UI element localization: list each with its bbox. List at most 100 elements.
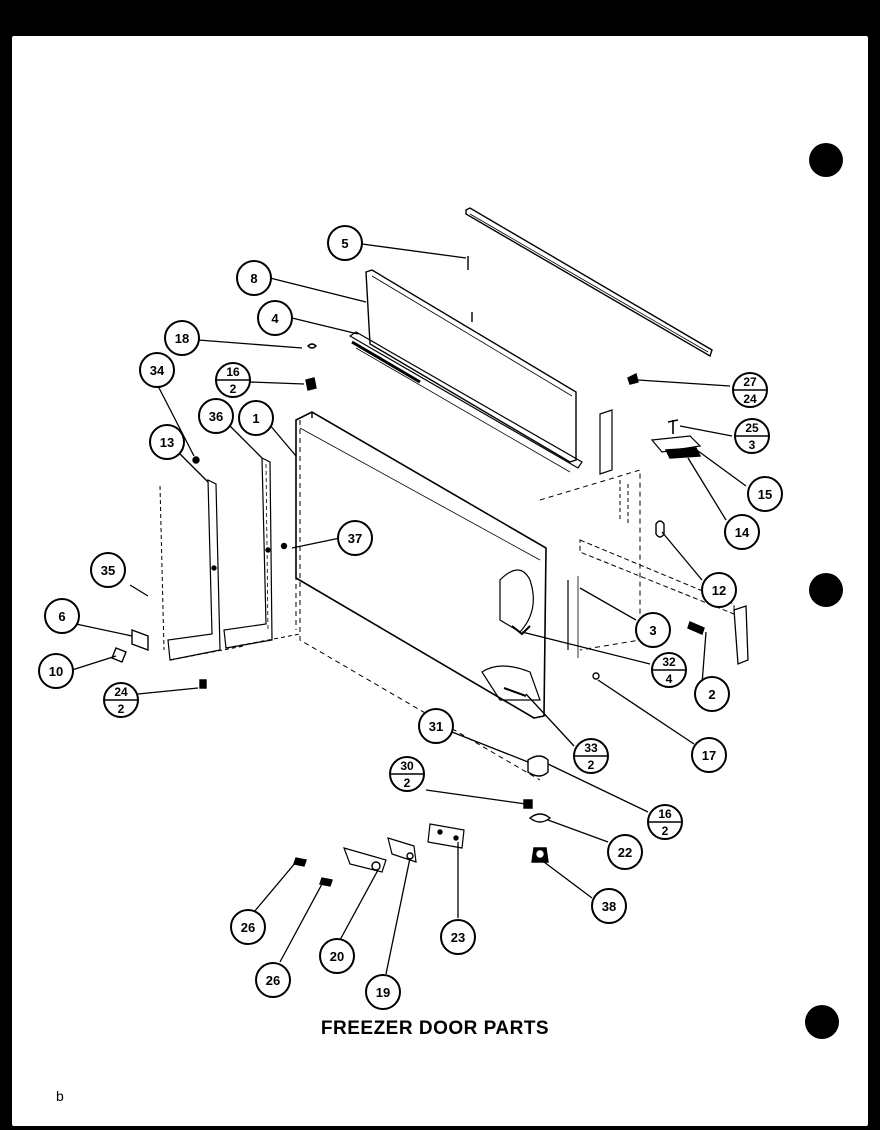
callout-numerator: 33 (584, 741, 598, 755)
part-bracket-19 (387, 837, 417, 863)
part-drawings (111, 207, 749, 887)
callout-15: 15 (747, 476, 783, 512)
callout-18: 18 (164, 320, 200, 356)
callout-13: 13 (149, 424, 185, 460)
callout-label: 17 (702, 748, 716, 763)
callout-label: 2 (708, 687, 715, 702)
part-hinge-pin-31 (527, 755, 549, 777)
callout-34: 34 (139, 352, 175, 388)
part-screw-25 (667, 419, 679, 434)
callout-numerator: 24 (114, 685, 128, 699)
callout-33: 332 (573, 738, 609, 774)
callout-circle (747, 476, 783, 512)
part-door-frame-outline (295, 420, 541, 781)
part-top-gasket (465, 207, 713, 358)
callout-12: 12 (701, 572, 737, 608)
callout-38: 38 (591, 888, 627, 924)
callout-circle (236, 260, 272, 296)
part-side-plate-36 (223, 457, 273, 649)
callout-label: 8 (250, 271, 257, 286)
callout-circle (724, 514, 760, 550)
callout-numerator: 27 (743, 375, 757, 389)
binder-hole-top (809, 143, 843, 177)
callout-17: 17 (691, 737, 727, 773)
callout-circle (691, 737, 727, 773)
callout-circle (607, 834, 643, 870)
callout-circle (319, 938, 355, 974)
diagram-title: FREEZER DOOR PARTS (320, 1018, 550, 1039)
callout-label: 13 (160, 435, 174, 450)
part-screw-24 (199, 679, 207, 689)
callout-circle (230, 909, 266, 945)
callout-25: 253 (734, 418, 770, 454)
callout-numerator: 16 (658, 807, 672, 821)
callout-32: 324 (651, 652, 687, 688)
callout-label: 18 (175, 331, 189, 346)
callout-10: 10 (38, 653, 74, 689)
callout-label: 35 (101, 563, 115, 578)
callout-denominator: 2 (662, 824, 669, 838)
callout-label: 22 (618, 845, 632, 860)
callout-label: 4 (271, 311, 279, 326)
callout-circle (238, 400, 274, 436)
callout-label: 38 (602, 899, 616, 914)
callout-label: 19 (376, 985, 390, 1000)
callout-label: 1 (252, 411, 259, 426)
callout-circle (255, 962, 291, 998)
callout-label: 5 (341, 236, 348, 251)
callout-4: 4 (257, 300, 293, 336)
callout-numerator: 16 (226, 365, 240, 379)
callout-denominator: 4 (666, 672, 673, 686)
part-hinge-2 (733, 605, 749, 665)
callout-label: 36 (209, 409, 223, 424)
part-handle-32 (499, 569, 534, 633)
callout-numerator: 25 (745, 421, 759, 435)
callout-label: 6 (58, 609, 65, 624)
part-handle-33 (481, 665, 541, 701)
part-bracket-10 (111, 647, 127, 663)
callout-denominator: 2 (230, 382, 237, 396)
callout-label: 14 (735, 525, 750, 540)
callout-circle (701, 572, 737, 608)
part-door-panel (295, 411, 547, 719)
callout-24: 242 (103, 682, 139, 718)
callout-label: 12 (712, 583, 726, 598)
binder-hole-middle (809, 573, 843, 607)
callout-circle (365, 974, 401, 1010)
part-door-liner (365, 269, 577, 463)
callout-31: 31 (418, 708, 454, 744)
callout-circle (198, 398, 234, 434)
callout-30: 302 (389, 756, 425, 792)
callout-circle (327, 225, 363, 261)
part-hinge-14 (664, 447, 702, 459)
callout-label: 37 (348, 531, 362, 546)
callout-16a: 162 (215, 362, 251, 398)
callout-numerator: 30 (400, 759, 414, 773)
callout-label: 31 (429, 719, 443, 734)
callout-denominator: 2 (404, 776, 411, 790)
callout-22: 22 (607, 834, 643, 870)
binder-hole-bottom (805, 1005, 839, 1039)
callout-8: 8 (236, 260, 272, 296)
part-screw-34 (192, 456, 200, 464)
callout-circle (635, 612, 671, 648)
callout-19: 19 (365, 974, 401, 1010)
part-screw-16a (305, 377, 317, 391)
part-screw-27 (627, 372, 639, 385)
part-bracket-20 (343, 847, 387, 873)
callout-label: 26 (241, 920, 255, 935)
callout-label: 15 (758, 487, 772, 502)
callout-35: 35 (90, 552, 126, 588)
callout-37: 37 (337, 520, 373, 556)
callout-20: 20 (319, 938, 355, 974)
callout-6: 6 (44, 598, 80, 634)
callout-denominator: 2 (118, 702, 125, 716)
callout-2: 2 (694, 676, 730, 712)
callout-14: 14 (724, 514, 760, 550)
callout-circle (139, 352, 175, 388)
part-screw-26a (293, 857, 307, 867)
